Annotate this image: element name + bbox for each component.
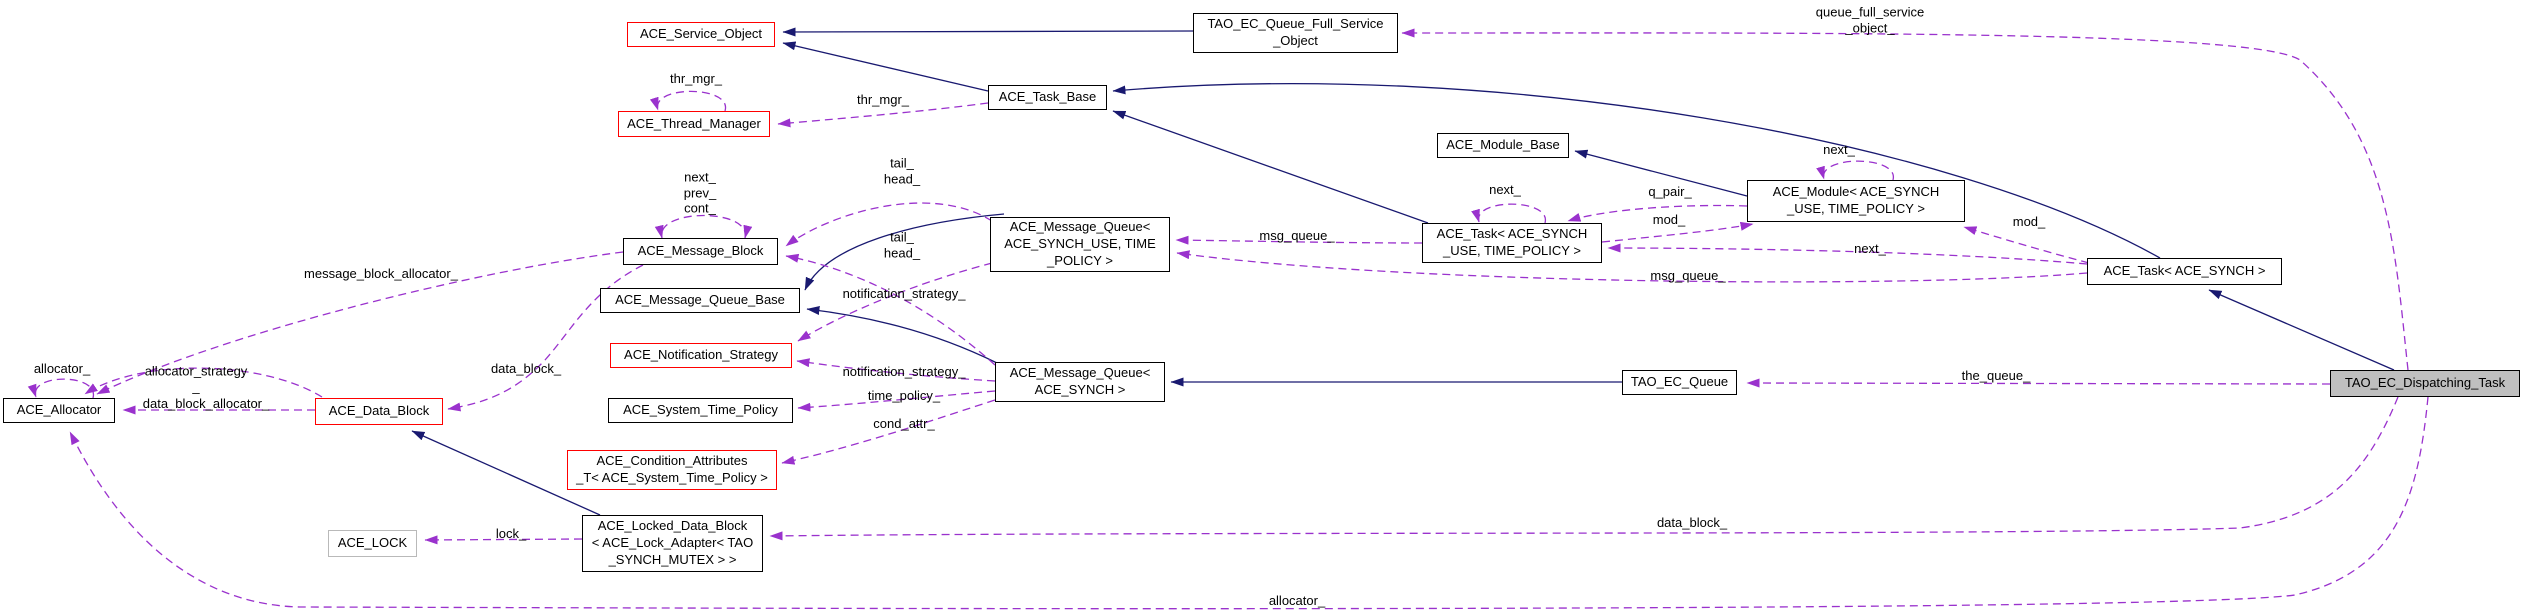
- class-node-ace-data-block[interactable]: ACE_Data_Block: [315, 398, 443, 425]
- edge-label-notification-strategy-1: notification_strategy_: [842, 286, 966, 302]
- edge-use-msgblock-selfloop-nextprevcont: [654, 214, 753, 239]
- class-node-tao-ec-queue-full-service-object[interactable]: TAO_EC_Queue_Full_Service _Object: [1193, 13, 1398, 53]
- edge-label-next-prev-cont: next_ prev_ cont_: [683, 169, 717, 216]
- edge-label-q-pair: q_pair_: [1648, 184, 1692, 200]
- edge-label-thr-mgr: thr_mgr_: [856, 92, 910, 108]
- class-node-ace-lock: ACE_LOCK: [328, 530, 417, 557]
- edge-use-taskbase-thrmgr: [777, 102, 989, 128]
- edge-use-mqsynch-condattr: [781, 399, 996, 465]
- edge-use-thrmgr-selfloop: [649, 90, 726, 112]
- edge-label-message-block-allocator: message_block_allocator_: [304, 266, 458, 282]
- edge-use-mquse-notification: [797, 262, 993, 342]
- class-node-ace-message-queue-synch[interactable]: ACE_Message_Queue< ACE_SYNCH >: [995, 362, 1165, 402]
- class-node-ace-notification-strategy[interactable]: ACE_Notification_Strategy: [610, 343, 792, 368]
- edge-label-thr-mgr-self: thr_mgr_: [669, 71, 723, 87]
- edge-label-mod-task-synch: mod_: [2012, 214, 2046, 230]
- class-node-ace-message-queue-base[interactable]: ACE_Message_Queue_Base: [600, 288, 800, 313]
- edge-use-dispatch-allocator: [69, 396, 2429, 610]
- edge-label-tail-head-1: tail_ head_: [883, 155, 921, 186]
- class-node-tao-ec-dispatching-task: TAO_EC_Dispatching_Task: [2330, 370, 2520, 397]
- class-node-ace-service-object[interactable]: ACE_Service_Object: [627, 22, 775, 47]
- class-node-ace-locked-data-block[interactable]: ACE_Locked_Data_Block < ACE_Lock_Adapter…: [582, 515, 763, 572]
- edge-use-dispatch-ecqueue-thequeue: [1746, 378, 2331, 388]
- edge-use-dispatch-lockeddb-datablock: [769, 396, 2399, 541]
- edge-use-module-taskuse-qpair: [1567, 204, 1748, 222]
- edge-label-cond-attr: cond_attr_: [873, 416, 935, 432]
- edge-use-mqsynch-timepolicy: [797, 390, 996, 412]
- edge-use-allocator-selfloop: [27, 378, 94, 399]
- edge-label-allocator-self: allocator_: [33, 361, 91, 377]
- edge-label-allocator-strategy: allocator_strategy _: [144, 363, 248, 394]
- edge-inherit-module-to-modulebase: [1574, 149, 1748, 197]
- edge-label-time-policy: time_policy_: [867, 388, 941, 404]
- edge-use-msgblock-allocator: [96, 251, 624, 395]
- edge-use-taskuse-module-mod: [1601, 221, 1754, 243]
- edge-label-tail-head-2: tail_ head_: [883, 229, 921, 260]
- class-node-ace-module[interactable]: ACE_Module< ACE_SYNCH _USE, TIME_POLICY …: [1747, 180, 1965, 222]
- edge-use-module-selfloop-next: [1816, 160, 1894, 181]
- class-node-tao-ec-queue[interactable]: TAO_EC_Queue: [1622, 370, 1737, 395]
- edge-label-next-task-synch: next_: [1854, 241, 1886, 257]
- edge-inherit-mquse-to-mqbase: [804, 213, 1005, 291]
- edge-use-taskuse-selfloop-next: [1471, 203, 1546, 224]
- edge-use-msgblock-datablock: [447, 264, 644, 412]
- class-node-ace-message-queue-synch-use[interactable]: ACE_Message_Queue< ACE_SYNCH_USE, TIME _…: [990, 217, 1170, 272]
- edge-label-mod-task-use: mod_: [1652, 212, 1686, 228]
- class-node-ace-message-block[interactable]: ACE_Message_Block: [623, 238, 778, 265]
- edge-use-tasksynch-module-mod: [1963, 226, 2090, 264]
- edge-inherit-queuefull-to-serviceobject: [782, 27, 1194, 37]
- edge-label-msg-queue-1: msg_queue_: [1259, 228, 1335, 244]
- edge-inherit-taskuse-to-taskbase: [1112, 110, 1429, 224]
- edge-label-notification-strategy-2: notification_strategy_: [842, 364, 966, 380]
- class-node-ace-task-synch[interactable]: ACE_Task< ACE_SYNCH >: [2087, 258, 2282, 285]
- edge-label-next-task-use: next_: [1489, 182, 1521, 198]
- class-node-ace-condition-attributes[interactable]: ACE_Condition_Attributes _T< ACE_System_…: [567, 450, 777, 490]
- edge-inherit-tasksynch-to-taskbase: [1112, 82, 2161, 259]
- edge-label-next-module: next_: [1823, 142, 1855, 158]
- edge-inherit-mqsynch-to-mqbase: [806, 306, 998, 364]
- edge-use-dispatch-queuefull: [1401, 28, 2409, 371]
- edge-label-msg-queue-2: msg_queue_: [1650, 268, 1726, 284]
- edge-inherit-dispatch-to-tasksynch: [2208, 289, 2395, 371]
- edge-use-mqsynch-msgblock-tailhead: [785, 253, 996, 366]
- edge-use-tasksynch-mquse-msgqueue: [1176, 250, 2088, 283]
- class-node-ace-allocator[interactable]: ACE_Allocator: [3, 398, 115, 423]
- class-node-ace-thread-manager[interactable]: ACE_Thread_Manager: [618, 111, 770, 137]
- edge-label-data-block-2: data_block_: [1656, 515, 1728, 531]
- edge-use-lockeddb-lock: [424, 535, 583, 545]
- class-node-ace-module-base[interactable]: ACE_Module_Base: [1437, 133, 1569, 158]
- edge-label-the-queue: the_queue_: [1961, 368, 2031, 384]
- edge-label-data-block-1: data_block_: [490, 361, 562, 377]
- class-node-ace-system-time-policy[interactable]: ACE_System_Time_Policy: [608, 398, 793, 423]
- edge-use-datablock-allocator-strategy: [84, 367, 323, 398]
- edge-use-taskuse-mquse-msgqueue: [1175, 235, 1423, 245]
- edge-use-mqsynch-notification: [796, 358, 996, 382]
- edge-inherit-lockeddb-to-datablock: [411, 430, 601, 516]
- class-node-ace-task-synch-use[interactable]: ACE_Task< ACE_SYNCH _USE, TIME_POLICY >: [1422, 223, 1602, 263]
- edge-inherit-taskbase-to-serviceobject: [782, 41, 989, 92]
- edge-label-allocator-bottom: allocator_: [1268, 593, 1326, 609]
- edge-label-data-block-allocator: data_block_allocator_: [142, 396, 270, 412]
- edge-label-queue-full-service-object: queue_full_service _object_: [1815, 4, 1925, 35]
- edge-use-tasksynch-taskuse-next: [1607, 243, 2088, 265]
- class-node-ace-task-base[interactable]: ACE_Task_Base: [988, 85, 1107, 110]
- edge-use-mquse-msgblock-tailhead: [785, 202, 993, 247]
- edge-label-lock: lock_: [495, 526, 527, 542]
